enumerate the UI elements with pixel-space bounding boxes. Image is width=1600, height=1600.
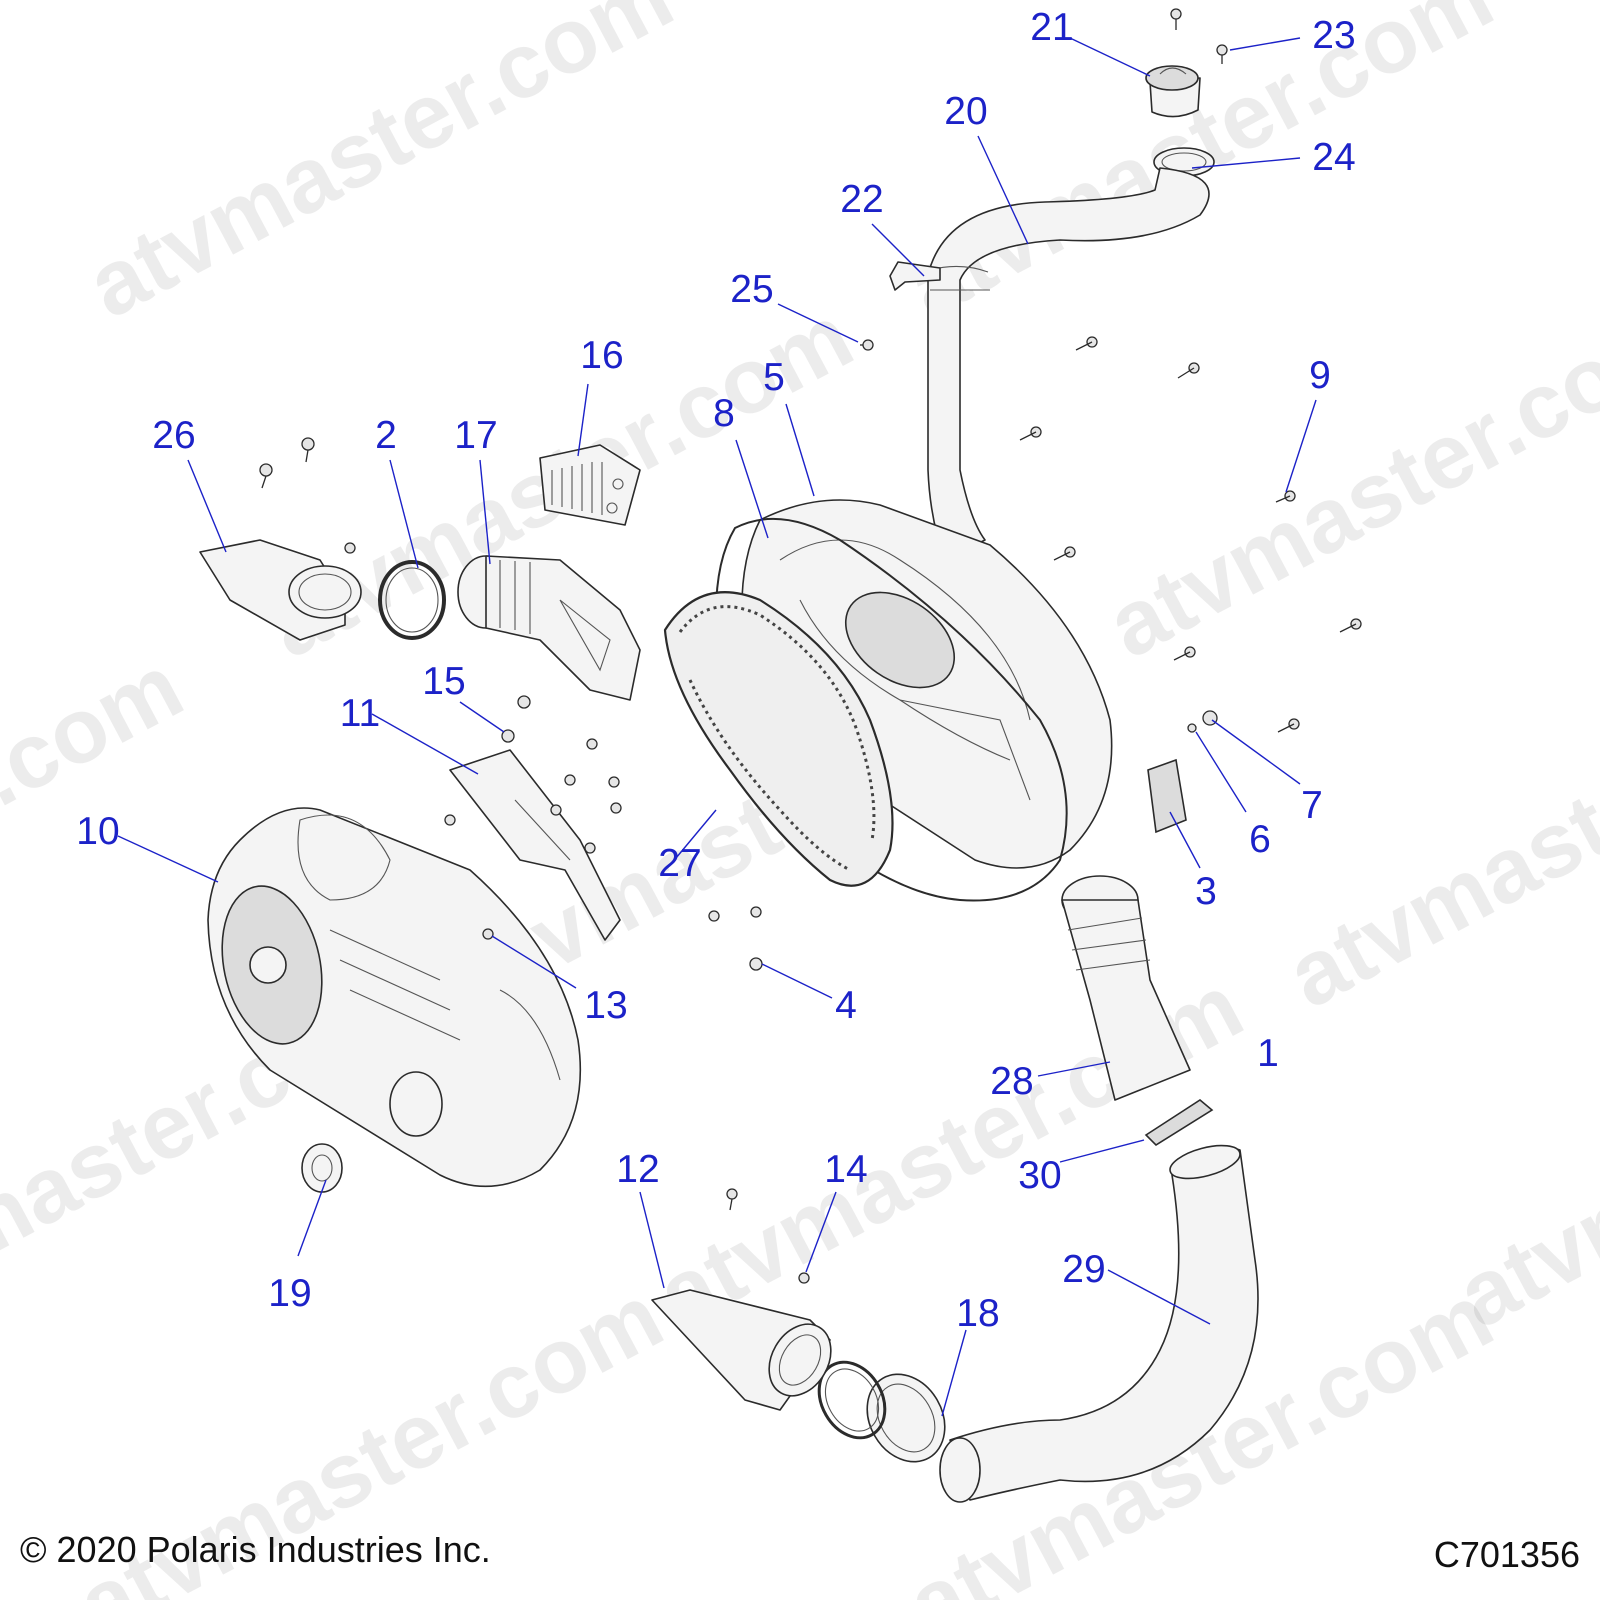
screw (444, 814, 456, 826)
part-4-screw (749, 957, 763, 971)
part-19-seal-ring (301, 1143, 343, 1193)
part-28-intake-boot (1061, 875, 1191, 1101)
part-10-outer-clutch-cover (207, 807, 582, 1188)
callout-5: 5 (763, 356, 785, 399)
part-16-vent-grille (539, 444, 641, 526)
part-20-outlet-duct (927, 167, 1210, 561)
part-9-screw (1275, 490, 1296, 503)
part-12-outlet-plate (651, 1289, 832, 1411)
callout-1: 1 (1257, 1032, 1279, 1075)
callout-labels: 1 2 3 4 5 6 7 8 9 10 11 12 13 14 15 16 1… (76, 6, 1355, 1335)
callout-6: 6 (1249, 818, 1271, 861)
screw (708, 910, 720, 922)
callout-18: 18 (956, 1292, 999, 1335)
part-27-drive-belt (663, 591, 894, 887)
callout-9: 9 (1309, 354, 1331, 397)
drawing-number: C701356 (1433, 1534, 1580, 1575)
screw (550, 804, 562, 816)
part-26-inlet-plate (199, 539, 362, 641)
callout-23: 23 (1312, 14, 1355, 57)
screw (1277, 718, 1300, 733)
callout-14: 14 (824, 1148, 867, 1191)
callout-4: 4 (835, 984, 857, 1027)
screw (1170, 8, 1182, 30)
screw (1339, 618, 1362, 633)
screw (1019, 426, 1042, 441)
clamp (817, 1360, 887, 1440)
callout-28: 28 (990, 1060, 1033, 1103)
watermark: atvmaster.com (72, 0, 689, 338)
part-6-washer (1187, 723, 1197, 733)
callout-7: 7 (1301, 784, 1323, 827)
callout-15: 15 (422, 660, 465, 703)
callout-24: 24 (1312, 136, 1355, 179)
part-25-screw (860, 339, 874, 351)
screw (584, 842, 596, 854)
callout-11: 11 (340, 692, 381, 735)
screw (564, 774, 576, 786)
part-2-hose-clamp (378, 560, 446, 640)
part-22-bracket (889, 261, 941, 291)
screw (726, 1188, 738, 1211)
callout-12: 12 (616, 1148, 659, 1191)
callout-25: 25 (730, 268, 773, 311)
callout-30: 30 (1018, 1154, 1061, 1197)
part-21-outlet-cap (1145, 65, 1201, 118)
part-14-screw (798, 1272, 810, 1284)
screw (259, 463, 273, 489)
watermark: atvmaster.com (1092, 285, 1600, 678)
screw (608, 776, 620, 788)
callout-10: 10 (76, 810, 119, 853)
part-13-screw (482, 928, 494, 940)
callout-17: 17 (454, 414, 497, 457)
part-29-intake-tube (939, 1144, 1259, 1503)
part-3-label (1147, 758, 1187, 834)
screw (610, 802, 622, 814)
callout-22: 22 (840, 178, 883, 221)
copyright-notice: © 2020 Polaris Industries Inc. (20, 1529, 491, 1570)
callout-2: 2 (375, 414, 397, 457)
part-5-inner-clutch-cover (741, 499, 1113, 869)
part-17-inlet-duct (457, 555, 641, 701)
part-15-nut (501, 729, 515, 743)
screw (1177, 362, 1200, 379)
screw (1075, 336, 1098, 351)
part-11-baffle-plate (449, 749, 621, 941)
screw (750, 906, 762, 918)
callout-19: 19 (268, 1272, 311, 1315)
part-23-screw (1216, 44, 1228, 64)
callout-20: 20 (944, 90, 987, 133)
screw (301, 437, 315, 463)
callout-13: 13 (584, 984, 627, 1027)
screw (1053, 546, 1076, 561)
callout-3: 3 (1195, 870, 1217, 913)
callout-16: 16 (580, 334, 623, 377)
leader-lines (117, 37, 1317, 1417)
callout-26: 26 (152, 414, 195, 457)
callout-29: 29 (1062, 1248, 1105, 1291)
screw (344, 542, 356, 554)
screw (586, 738, 598, 750)
callout-27: 27 (658, 842, 701, 885)
callout-21: 21 (1030, 6, 1073, 49)
watermark: atvmaster.com (1272, 635, 1600, 1028)
part-18-coupler (866, 1373, 946, 1463)
nut (517, 695, 531, 709)
callout-8: 8 (713, 392, 735, 435)
part-30-gasket (1144, 1099, 1214, 1147)
screw (1173, 646, 1196, 661)
